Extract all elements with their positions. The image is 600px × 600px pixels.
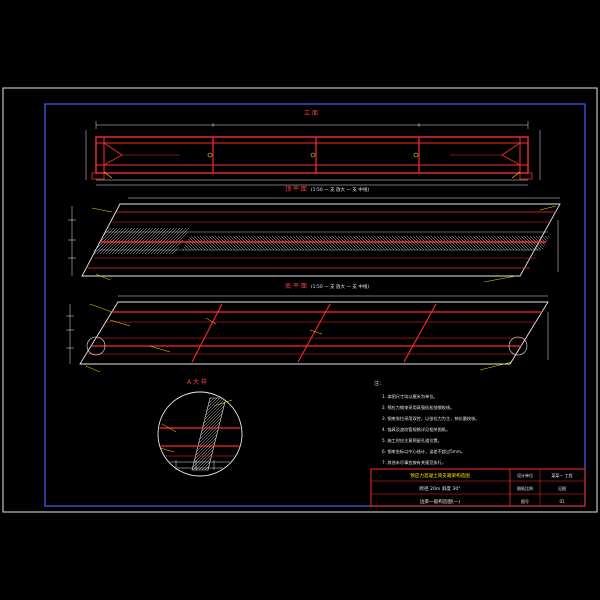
note-line-4: 4. 锚具及波纹管规格详见相关图纸。	[382, 426, 450, 433]
note-line-3: 3. 钢束张拉采用双控，以张拉力为主，伸长量校核。	[382, 415, 479, 422]
note-line-6: 6. 钢束坐标以中心线计，误差不超过5mm。	[382, 448, 465, 455]
designer-label: 设计单位	[517, 472, 533, 478]
bottom-plan-view: 底 平 面 (1:50 一 支 放大 一 支 中线)	[66, 282, 549, 373]
sheet-inner-border	[44, 103, 586, 507]
note-line-2: 2. 预应力钢束采用高强低松弛钢绞线。	[382, 404, 454, 411]
top-plan-title: 顶 平 面	[285, 186, 307, 193]
note-line-5: 5. 施工时应注意预留孔道位置。	[382, 437, 442, 444]
title-block: 预应力混凝土简支箱梁构造图 跨径 20m 斜度 30° 边梁一般构造图(一) 设…	[370, 468, 586, 507]
sheet-label: 图号	[521, 498, 529, 504]
sheet-outer-border	[2, 87, 598, 513]
elevation-view: 立 面	[85, 109, 541, 186]
note-line-7: 7. 其他未尽事宜按有关规范执行。	[382, 459, 446, 466]
elevation-title: 立 面	[304, 109, 318, 117]
title-span-info: 跨径 20m 斜度 30°	[419, 485, 460, 492]
bottom-plan-title: 底 平 面	[285, 282, 307, 290]
scale-label: 图纸比例	[517, 485, 533, 491]
title-project: 预应力混凝土简支箱梁构造图	[410, 472, 470, 479]
sheet-value: 01	[559, 499, 565, 504]
top-plan-scale: (1:50 一 支 放大 一 支 中线)	[311, 186, 369, 193]
top-plan-view: 顶 平 面 (1:50 一 支 放大 一 支 中线)	[68, 186, 561, 283]
note-line-1: 1. 本图尺寸均以厘米为单位。	[382, 393, 438, 400]
elevation-beam-outline	[95, 136, 529, 174]
title-drawing-name: 边梁一般构造图(一)	[420, 498, 461, 505]
detail-a-circle	[157, 391, 243, 477]
notes-block: 注： 1. 本图尺寸均以厘米为单位。 2. 预应力钢束采用高强低松弛钢绞线。 3…	[374, 380, 479, 466]
bottom-plan-outline	[79, 301, 549, 365]
detail-a-view: A 大 样	[157, 378, 243, 477]
scale-value: 见图	[558, 485, 566, 491]
designer-value: 某某一 工程	[551, 472, 572, 478]
bottom-plan-scale: (1:50 一 支 放大 一 支 中线)	[311, 283, 369, 290]
detail-a-title: A 大 样	[187, 378, 207, 386]
notes-heading: 注：	[374, 380, 384, 387]
